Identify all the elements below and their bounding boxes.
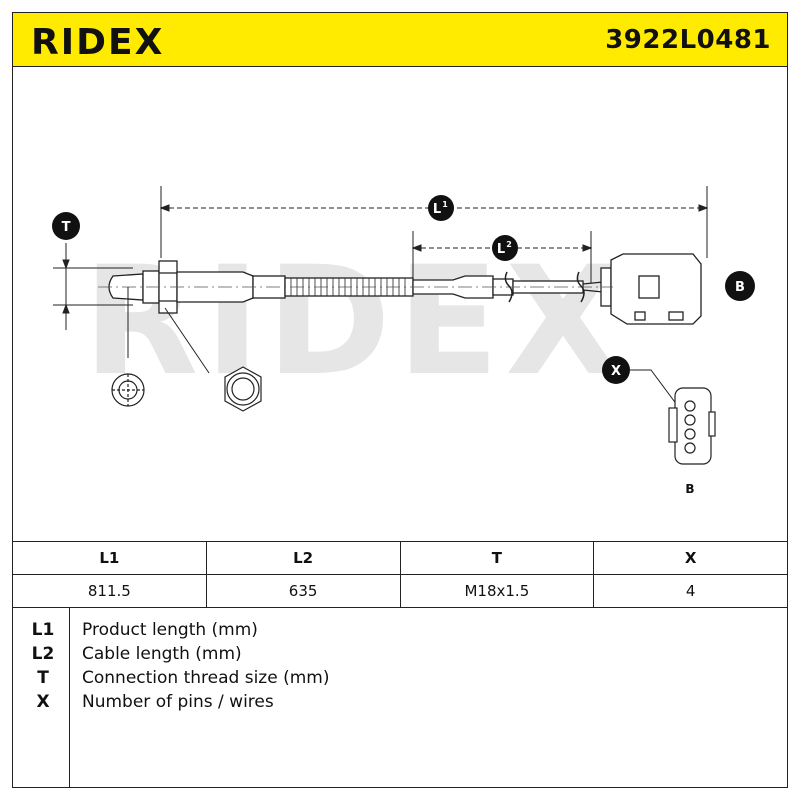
dimension-t [53, 243, 133, 330]
label-l2-sup: 2 [506, 240, 512, 249]
legend-key: T [37, 668, 49, 688]
x-leader [630, 369, 684, 414]
brand-logo-text: RIDEX [31, 22, 164, 61]
spec-value-l1: 811.5 [12, 574, 207, 608]
connector-face-view [668, 387, 716, 465]
label-x-badge: X [602, 356, 630, 384]
spec-value-x: 4 [593, 574, 788, 608]
detail-leaders [127, 287, 210, 374]
label-l1-badge: L 1 [428, 195, 454, 221]
legend-desc: Connection thread size (mm) [82, 668, 330, 688]
spec-table: L1 L2 T X 811.5 635 M18x1.5 4 [12, 541, 788, 608]
legend-desc: Number of pins / wires [82, 692, 274, 712]
label-t-text: T [62, 220, 71, 235]
legend-key-column [12, 608, 70, 788]
spec-header-l1: L1 [12, 541, 207, 575]
spec-value-l2: 635 [205, 574, 401, 608]
part-number: 3922L0481 [605, 25, 771, 55]
spec-header-row: L1 L2 T X [12, 541, 788, 575]
spec-header-t: T [399, 541, 595, 575]
brand-logo: RIDEX [31, 22, 164, 61]
technical-drawing: RIDEX L 1 L 2 T [52, 186, 755, 496]
tip-end-view [111, 373, 145, 407]
legend-key: X [36, 692, 50, 712]
legend-key: L1 [31, 620, 55, 640]
label-b-badge: B [725, 271, 755, 301]
label-l2-text: L [497, 242, 505, 257]
label-t-badge: T [52, 212, 80, 240]
label-l2-badge: L 2 [492, 235, 518, 261]
spec-value-row: 811.5 635 M18x1.5 4 [12, 574, 788, 608]
legend: L1 Product length (mm) L2 Cable length (… [12, 607, 788, 788]
label-l1-sup: 1 [442, 200, 448, 209]
spec-value-t: M18x1.5 [399, 574, 595, 608]
legend-desc: Product length (mm) [82, 620, 258, 640]
legend-key: L2 [31, 644, 55, 664]
spec-header-x: X [593, 541, 788, 575]
label-l1-text: L [433, 202, 441, 217]
spec-header-l2: L2 [205, 541, 401, 575]
label-b-text: B [735, 280, 745, 295]
hex-end-view [224, 366, 262, 412]
label-x-text: X [611, 364, 621, 379]
cable-break-marks [504, 271, 585, 303]
legend-desc: Cable length (mm) [82, 644, 242, 664]
connector-b-label: B [685, 482, 694, 496]
header-bar: RIDEX 3922L0481 [12, 12, 788, 67]
